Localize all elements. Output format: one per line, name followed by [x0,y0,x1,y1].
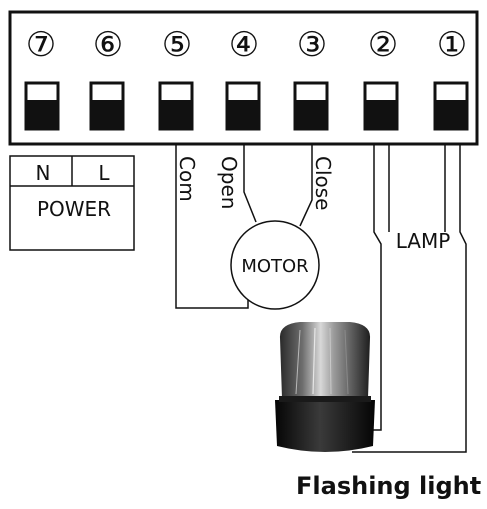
power-n-label: N [36,161,51,185]
terminal-number-5: ⑤ [162,25,192,65]
power-title: POWER [37,197,111,221]
terminal-number-3: ③ [297,25,327,65]
terminal-slot-1 [433,81,469,131]
power-box [9,155,135,251]
terminal-slot-2 [363,81,399,131]
terminal-slot-7 [24,81,60,131]
terminal-number-4: ④ [229,25,259,65]
terminal-slot-3 [293,81,329,131]
terminal-number-1: ① [437,25,467,65]
motor-wires [175,144,313,309]
wire-label-com: Com [175,156,199,202]
terminal-slot-4 [225,81,261,131]
terminal-number-6: ⑥ [93,25,123,65]
wire-label-open: Open [217,156,241,209]
flashing-light-icon [275,322,375,452]
terminal-number-7: ⑦ [26,25,56,65]
wire-label-close: Close [311,156,335,210]
flashing-light-caption: Flashing light [296,472,482,500]
power-l-label: L [98,161,110,185]
lamp-label: LAMP [396,229,451,253]
terminal-slot-5 [158,81,194,131]
terminal-number-2: ② [368,25,398,65]
terminal-slot-6 [89,81,125,131]
motor-circle [230,220,320,310]
motor-label: MOTOR [241,256,308,277]
